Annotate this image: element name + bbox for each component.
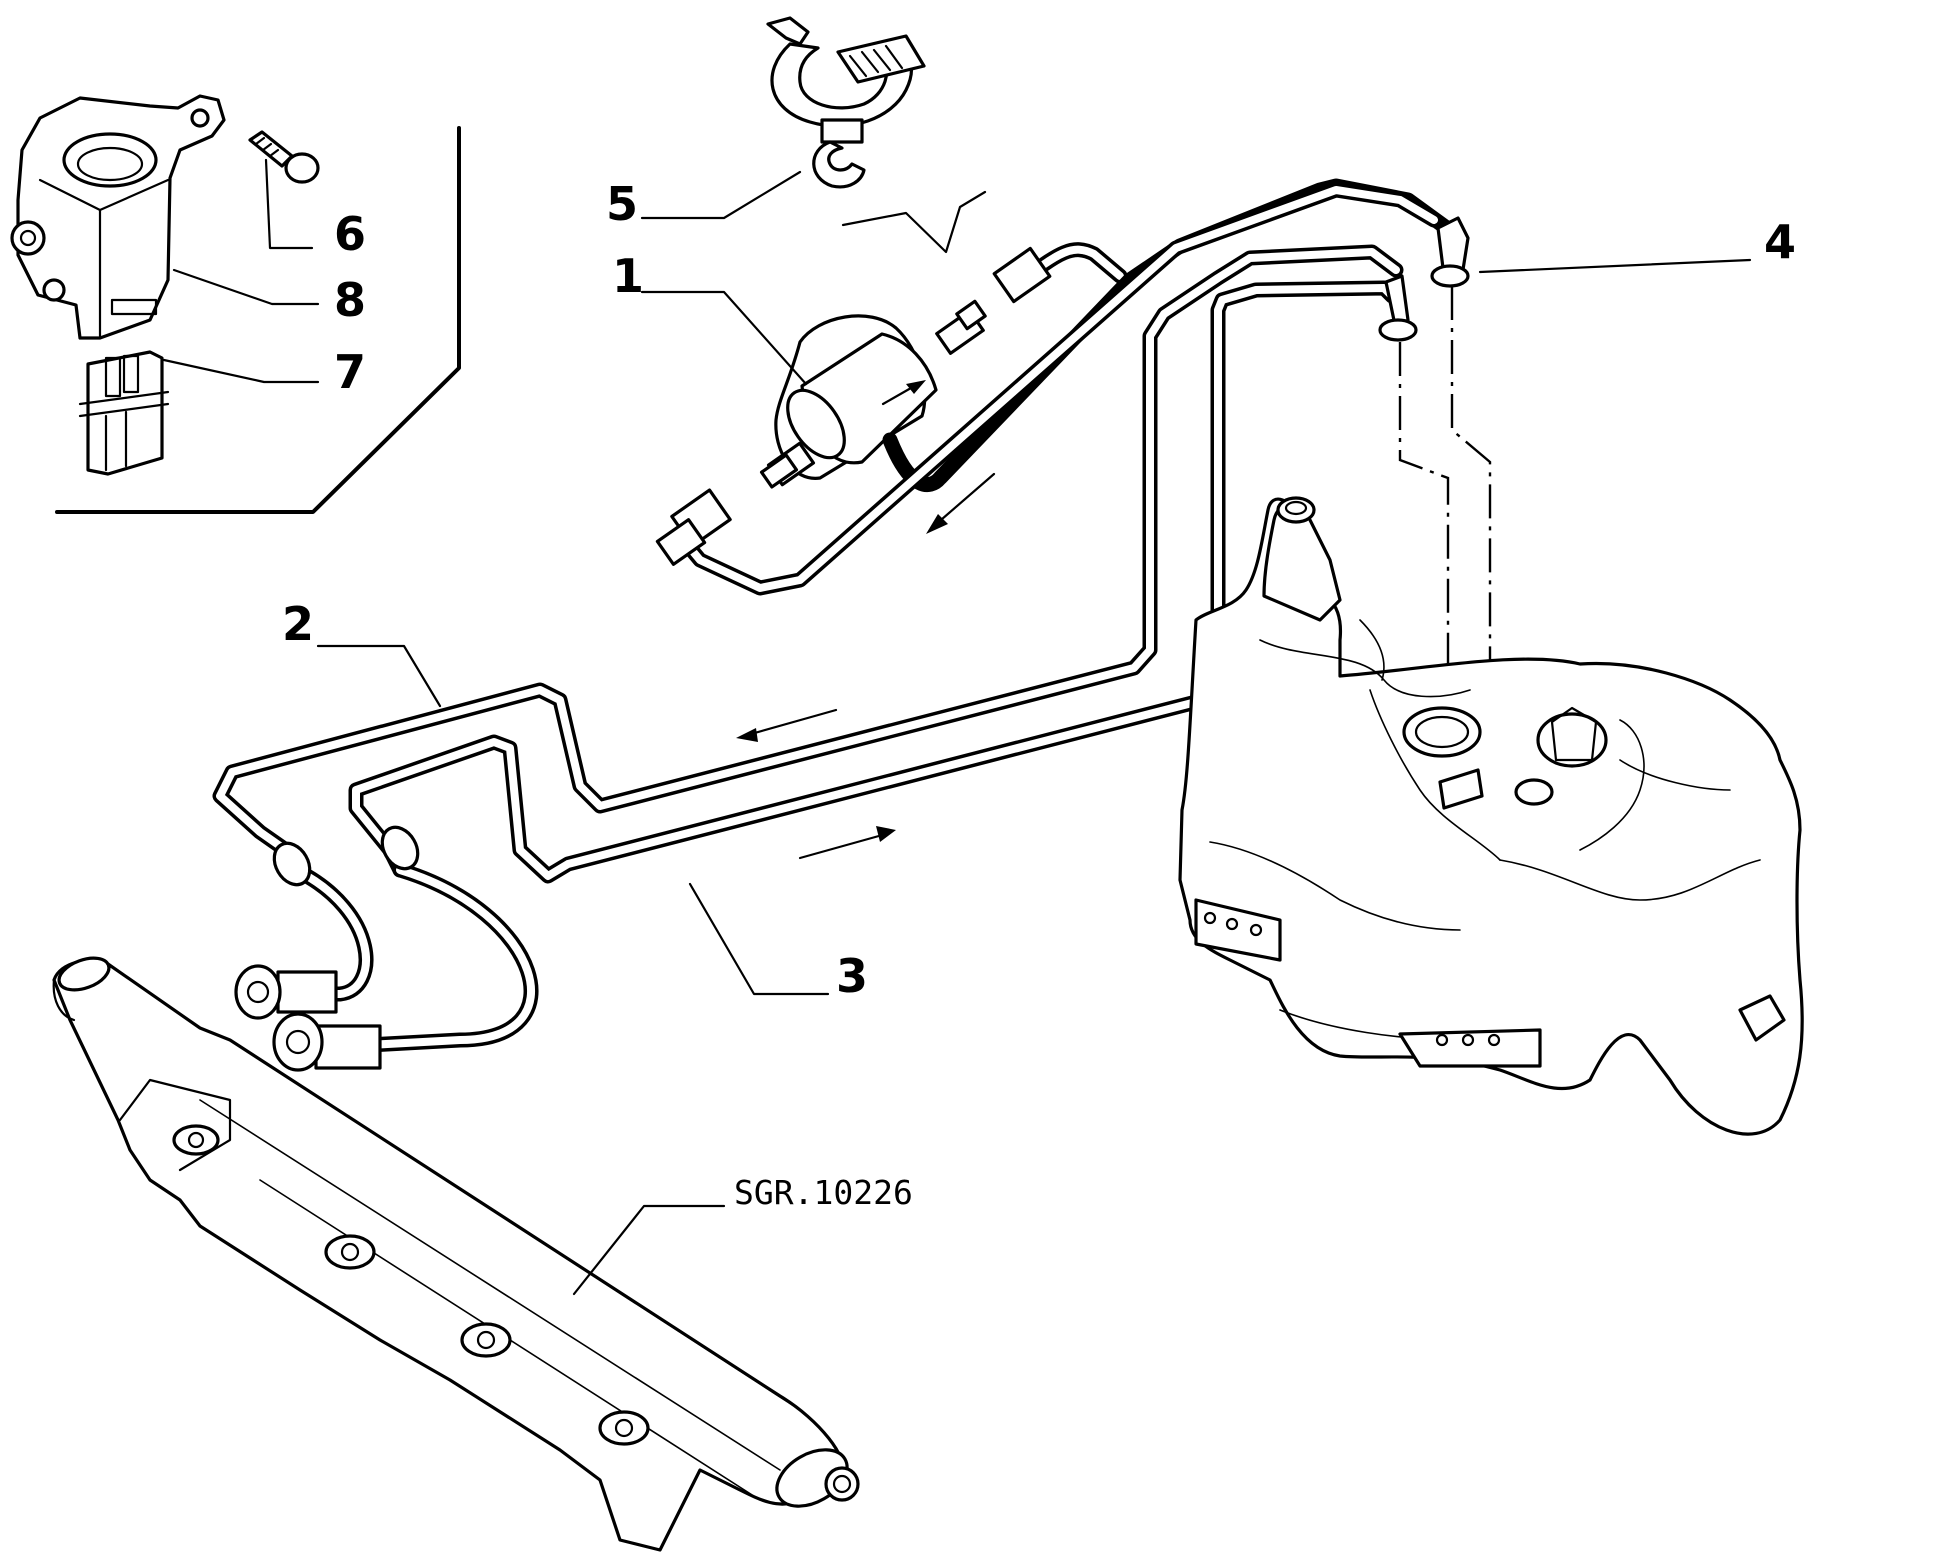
callout-3: 3 <box>836 949 868 1003</box>
hose-clamp-part <box>766 16 926 189</box>
fuel-filter-part <box>759 299 987 489</box>
callout-1: 1 <box>612 249 644 303</box>
leader-lines <box>162 158 1752 1296</box>
alignment-lines <box>1398 286 1492 690</box>
screw-part <box>248 130 320 184</box>
hose-couplings <box>234 825 420 1072</box>
callout-2: 2 <box>282 597 314 651</box>
inertia-switch-part <box>10 94 226 340</box>
clamp-flow-chevron <box>841 190 987 254</box>
callout-5: 5 <box>606 177 638 231</box>
fuel-rail-part <box>52 956 860 1552</box>
hose-end-fittings <box>655 246 1052 566</box>
callout-labels: 1 2 3 4 5 6 7 8 SGR.10226 <box>282 177 1796 1212</box>
callout-7: 7 <box>334 345 366 399</box>
fuel-tank-part <box>1178 496 1804 1136</box>
electrical-connector-part <box>78 350 170 476</box>
callout-8: 8 <box>334 273 366 327</box>
tank-quick-connectors <box>1378 216 1470 342</box>
inset-frame <box>55 126 461 514</box>
callout-6: 6 <box>334 207 366 261</box>
callout-4: 4 <box>1764 215 1796 269</box>
reference-code: SGR.10226 <box>734 1173 913 1212</box>
flow-arrows <box>736 472 996 860</box>
